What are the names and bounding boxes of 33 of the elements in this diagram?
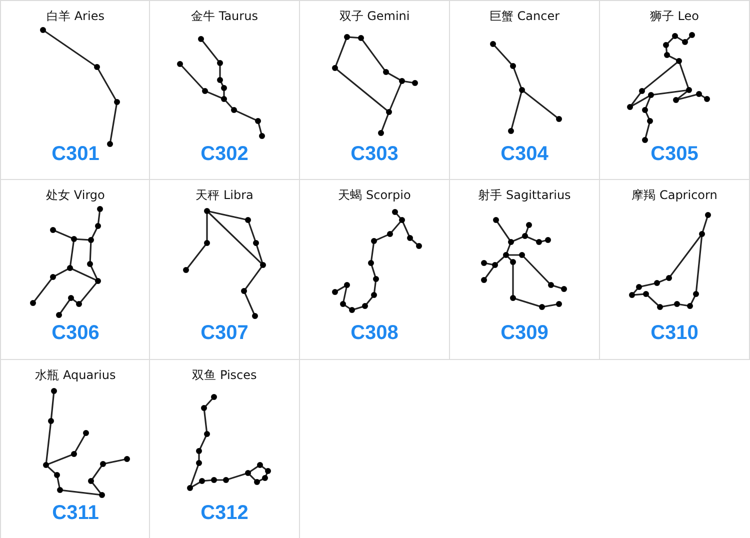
constellation-card xyxy=(599,179,750,360)
constellation-card xyxy=(599,0,750,181)
catalog-code: C311 xyxy=(52,502,99,525)
catalog-code: C308 xyxy=(350,322,398,345)
constellation-card xyxy=(149,359,300,538)
catalog-code: C309 xyxy=(500,322,548,345)
constellation-name: 水瓶 Aquarius xyxy=(35,367,116,384)
catalog-code: C306 xyxy=(52,322,100,345)
catalog-code: C310 xyxy=(650,322,698,345)
constellation-card xyxy=(149,179,300,360)
constellation-card xyxy=(149,0,300,181)
constellation-name: 双鱼 Pisces xyxy=(192,367,257,384)
constellation-card xyxy=(299,179,450,360)
constellation-name: 射手 Sagittarius xyxy=(478,187,571,204)
catalog-code: C307 xyxy=(200,322,248,345)
catalog-code: C305 xyxy=(650,143,698,166)
constellation-card xyxy=(449,179,600,360)
constellation-card xyxy=(0,179,151,360)
constellation-name: 狮子 Leo xyxy=(650,8,699,25)
constellation-name: 巨蟹 Cancer xyxy=(489,8,560,25)
constellation-card xyxy=(0,0,151,181)
constellation-name: 摩羯 Capricorn xyxy=(632,187,718,204)
constellation-name: 处女 Virgo xyxy=(46,187,105,204)
constellation-name: 白羊 Aries xyxy=(46,8,104,25)
constellation-name: 金牛 Taurus xyxy=(191,8,258,25)
constellation-name: 双子 Gemini xyxy=(339,8,410,25)
catalog-code: C304 xyxy=(500,143,548,166)
catalog-code: C312 xyxy=(200,502,248,525)
catalog-code: C301 xyxy=(52,143,100,166)
catalog-code: C302 xyxy=(200,143,248,166)
constellation-name: 天秤 Libra xyxy=(196,187,254,204)
catalog-code: C303 xyxy=(350,143,398,166)
constellation-name: 天蝎 Scorpio xyxy=(338,187,411,204)
